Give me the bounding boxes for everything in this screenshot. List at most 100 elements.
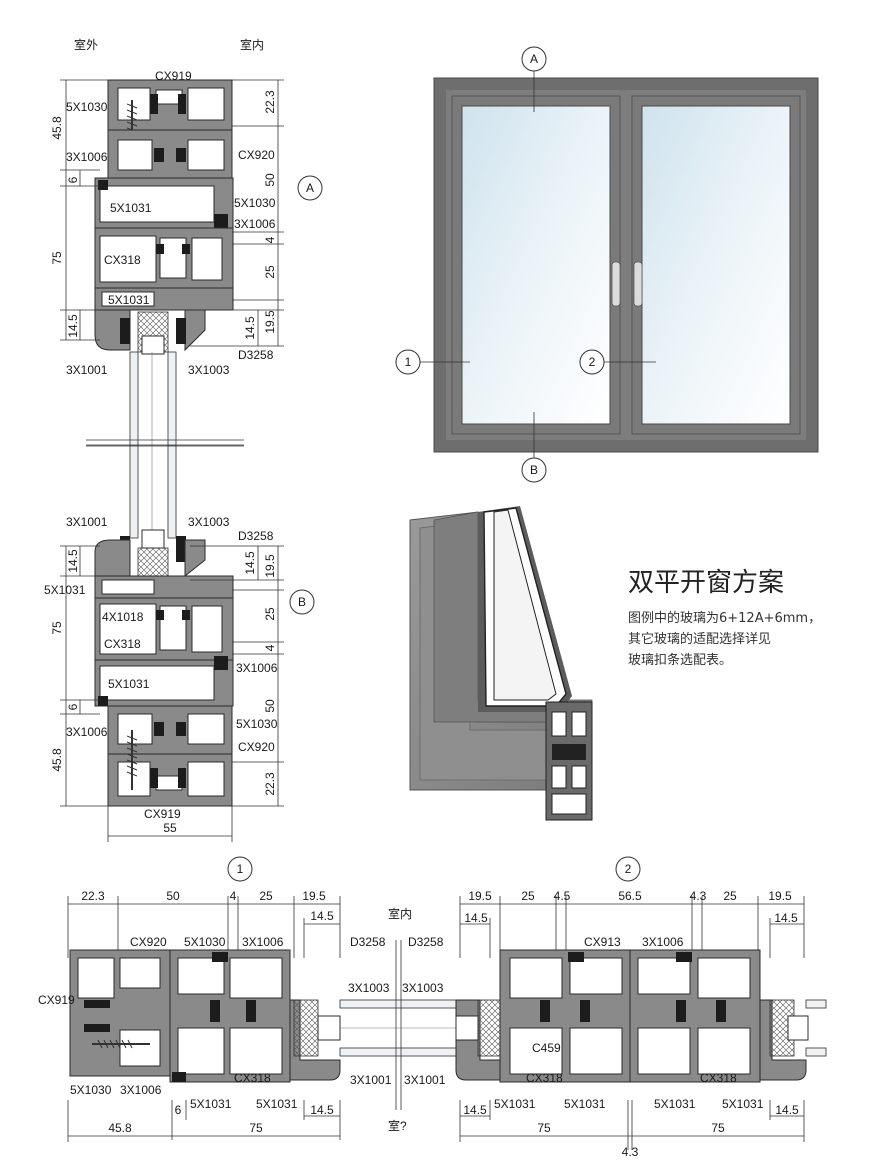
label-5x1031: 5X1031 [44,583,86,597]
right-top-dims: 19.5 25 4.5 56.5 4.3 25 19.5 14.5 14.5 [459,889,805,958]
label-cx318: CX318 [526,1071,563,1085]
label-cx920: CX920 [238,148,275,162]
label-3x1003: 3X1003 [188,515,230,529]
label-5x1030-b: 5X1030 [70,1083,112,1097]
scheme-note-line-3: 玻璃扣条选配表。 [628,652,732,668]
dim-14-5-d: 14.5 [775,1103,799,1117]
dim-14-5: 14.5 [66,549,80,573]
svg-text:B: B [530,463,538,477]
label-3x1006: 3X1006 [242,935,284,949]
dim-45-8: 45.8 [108,1121,132,1135]
label-3x1006-b: 3X1006 [66,725,108,739]
label-5x1030: 5X1030 [236,717,278,731]
label-c459: C459 [532,1041,561,1055]
scheme-note-line-2: 其它玻璃的适配选择详见 [628,631,771,647]
dim-19-5-b: 19.5 [768,889,792,903]
label-5x1031-c: 5X1031 [654,1097,696,1111]
dim-45-8: 45.8 [50,116,64,140]
dim-4-3: 4.3 [690,889,707,903]
dim-19-5: 19.5 [468,889,492,903]
left-bottom-dims: 6 14.5 45.8 75 [67,1100,341,1142]
label-3x1006: 3X1006 [66,150,108,164]
section-b-left-dims: 14.5 75 6 45.8 [50,545,108,807]
dim-19-5: 19.5 [263,310,277,334]
horizontal-outdoor-label: 室? [388,1118,407,1133]
dim-22-3: 22.3 [263,90,277,114]
label-3x1006-b: 3X1006 [234,217,276,231]
elevation-marker-a: A [521,46,547,72]
dim-19-5: 19.5 [302,889,326,903]
dim-50: 50 [263,173,277,187]
label-5x1031: 5X1031 [110,201,152,215]
elevation-marker-2: 2 [579,349,605,375]
label-3x1006-b: 3X1006 [120,1083,162,1097]
label-cx913: CX913 [584,935,621,949]
dim-6: 6 [66,176,80,183]
label-4x1018: 4X1018 [102,610,144,624]
indoor-label: 室内 [240,37,264,52]
dim-50: 50 [263,699,277,713]
dim-14-5: 14.5 [464,911,488,925]
label-3x1001: 3X1001 [66,515,108,529]
label-5x1031: 5X1031 [494,1097,536,1111]
label-5x1031-b: 5X1031 [564,1097,606,1111]
label-3x1006: 3X1006 [642,935,684,949]
section-b-bottom-dim: 55 [107,806,233,842]
dim-14-5-r: 14.5 [243,551,257,575]
horizontal-marker-1: 1 [227,856,253,882]
label-5x1030-b: 5X1030 [234,196,276,210]
right-profiles [455,949,827,1083]
label-5x1031-b: 5X1031 [256,1097,298,1111]
label-3x1001: 3X1001 [350,1073,392,1087]
dim-50: 50 [166,889,180,903]
elevation-marker-1: 1 [395,349,421,375]
corner-3d-section [409,506,593,821]
label-3x1003: 3X1003 [348,981,390,995]
section-b-marker: B [289,589,315,615]
label-cx318-b: CX318 [700,1071,737,1085]
svg-text:B: B [298,595,306,609]
label-3x1006: 3X1006 [236,661,278,675]
section-b-frame [107,705,233,807]
dim-14-5: 14.5 [310,909,334,923]
bottom-profile-label: CX919 [144,807,181,821]
elevation-marker-b: B [521,457,547,483]
label-5x1031-d: 5X1031 [722,1097,764,1111]
dim-14-5-b: 14.5 [310,1103,334,1117]
section-a-frame [107,79,233,179]
outdoor-label: 室外 [74,37,98,52]
svg-text:2: 2 [589,355,596,369]
label-cx318: CX318 [234,1071,271,1085]
dim-4: 4 [263,236,277,243]
dim-4-3-b: 4.3 [622,1145,639,1159]
horizontal-indoor-label: 室内 [388,906,412,921]
label-3x1003: 3X1003 [188,363,230,377]
dim-22-3: 22.3 [263,772,277,796]
dim-4-5: 4.5 [554,889,571,903]
dim-4: 4 [263,644,277,651]
left-handle-icon [611,261,621,307]
dim-75-b: 75 [711,1121,725,1135]
scheme-text: 双平开窗方案 图例中的玻璃为6+12A+6mm， 其它玻璃的适配选择详见 玻璃扣… [628,568,821,668]
dim-55: 55 [163,821,177,835]
section-a: 室外 室内 [50,37,323,447]
dim-19-5: 19.5 [263,554,277,578]
label-cx919: CX919 [38,993,75,1007]
left-top-dims: 22.3 50 4 25 19.5 14.5 [67,889,341,958]
dim-4: 4 [230,889,237,903]
dim-75-a: 75 [537,1121,551,1135]
dim-14-5-r: 14.5 [243,316,257,340]
label-3x1001: 3X1001 [404,1073,446,1087]
right-bottom-dims: 14.5 14.5 75 75 4.3 [459,1100,805,1159]
section-a-left-dims: 45.8 6 75 14.5 [50,79,108,341]
window-elevation: A B 1 2 [395,46,819,483]
label-cx920: CX920 [238,740,275,754]
label-5x1030: 5X1030 [184,935,226,949]
dim-22-3: 22.3 [81,889,105,903]
top-profile-label: CX919 [155,69,192,83]
label-3x1003: 3X1003 [402,981,444,995]
svg-text:A: A [306,181,314,195]
dim-75: 75 [249,1121,263,1135]
section-b-sash [94,539,234,707]
